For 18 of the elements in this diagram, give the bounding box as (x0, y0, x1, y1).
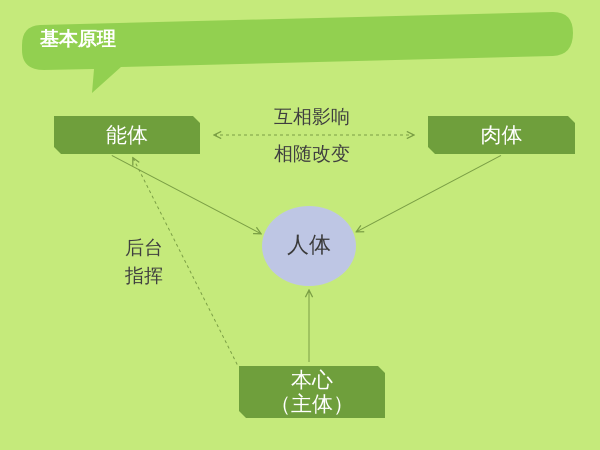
edge-label: 后台指挥 (125, 237, 163, 287)
process-box (54, 116, 200, 154)
title: 基本原理 (40, 27, 116, 52)
ellipse-node (262, 206, 356, 286)
process-box (428, 116, 575, 154)
node-label: 能体 (106, 123, 148, 147)
dashed-arrow (213, 130, 415, 140)
node-label: 人体 (287, 233, 331, 259)
node-label: 本心 (291, 368, 333, 392)
arrow (304, 289, 314, 362)
dashed-arrow (132, 156, 238, 365)
edge-label: 互相影响 (274, 106, 350, 128)
arrow (356, 154, 502, 233)
arrow (111, 154, 262, 234)
text-label: 相随改变 (274, 143, 350, 165)
process-box (239, 366, 385, 418)
node-label: 肉体 (480, 123, 522, 147)
node-label: （主体） (270, 392, 354, 416)
